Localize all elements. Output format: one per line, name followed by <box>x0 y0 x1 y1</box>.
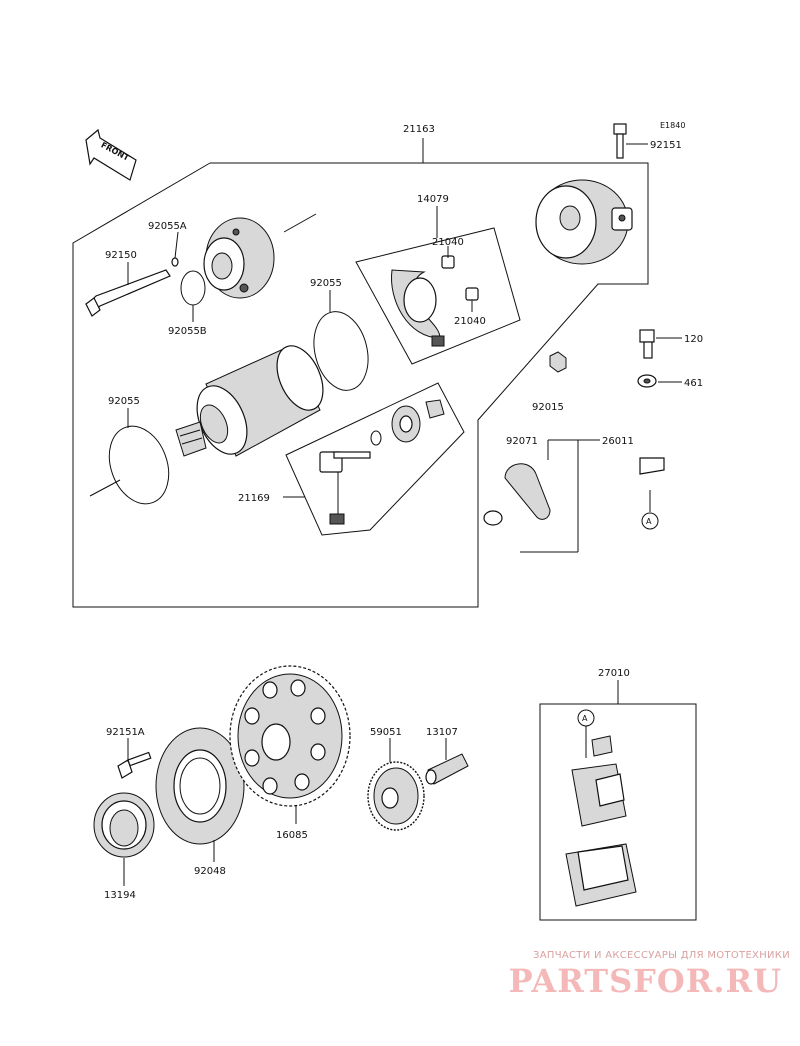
starter-gear-16085 <box>229 665 351 807</box>
watermark-brand: PARTSFOR.RU <box>508 962 782 1000</box>
part-21169: 21169 <box>238 493 270 504</box>
part-92150: 92150 <box>105 250 137 261</box>
part-26011: 26011 <box>602 436 634 447</box>
part-461: 461 <box>684 378 703 389</box>
starter-yoke <box>175 345 324 457</box>
part-21040-a: 21040 <box>432 237 464 248</box>
part-92015: 92015 <box>532 402 564 413</box>
bolt-120 <box>639 329 655 359</box>
diagram-code: E1840 <box>660 121 685 130</box>
bolt-92151 <box>613 123 627 159</box>
terminal-set <box>319 399 445 525</box>
callout-a-2: A <box>582 714 588 723</box>
shaft-13107 <box>425 753 469 785</box>
part-21040-b: 21040 <box>454 316 486 327</box>
part-92071: 92071 <box>506 436 538 447</box>
part-13194: 13194 <box>104 890 136 901</box>
end-cover <box>535 179 633 265</box>
part-16085: 16085 <box>276 830 308 841</box>
part-92151: 92151 <box>650 140 682 151</box>
front-housing <box>203 217 275 299</box>
part-14079: 14079 <box>417 194 449 205</box>
one-way-clutch-13194 <box>93 792 155 858</box>
assembly-boundary-21163 <box>72 162 649 608</box>
part-120: 120 <box>684 334 703 345</box>
part-59051: 59051 <box>370 727 402 738</box>
clutch-plate-92048 <box>155 727 245 845</box>
nut-92015 <box>549 351 567 373</box>
bolt-92151a <box>117 751 152 779</box>
starter-cable-26011 <box>483 457 665 603</box>
part-92055a: 92055A <box>148 221 187 232</box>
part-92048: 92048 <box>194 866 226 877</box>
watermark-tagline: ЗАПЧАСТИ И АКСЕССУАРЫ ДЛЯ МОТОТЕХНИКИ <box>533 950 790 961</box>
part-21163: 21163 <box>403 124 435 135</box>
terminal-box <box>285 382 465 536</box>
part-27010: 27010 <box>598 668 630 679</box>
callout-a-1: A <box>646 517 652 526</box>
part-92055-upper: 92055 <box>310 278 342 289</box>
brush-plate-box <box>355 227 521 365</box>
terminal-cap-92071 <box>504 463 551 520</box>
part-92151a: 92151A <box>106 727 145 738</box>
front-arrow-icon: FRONT <box>85 128 137 181</box>
part-13107: 13107 <box>426 727 458 738</box>
part-92055b: 92055B <box>168 326 207 337</box>
brush-plate <box>390 255 479 347</box>
idle-gear-59051 <box>367 761 425 831</box>
part-92055-left: 92055 <box>108 396 140 407</box>
bolt-92150 <box>85 269 171 317</box>
starter-relay <box>565 735 637 907</box>
